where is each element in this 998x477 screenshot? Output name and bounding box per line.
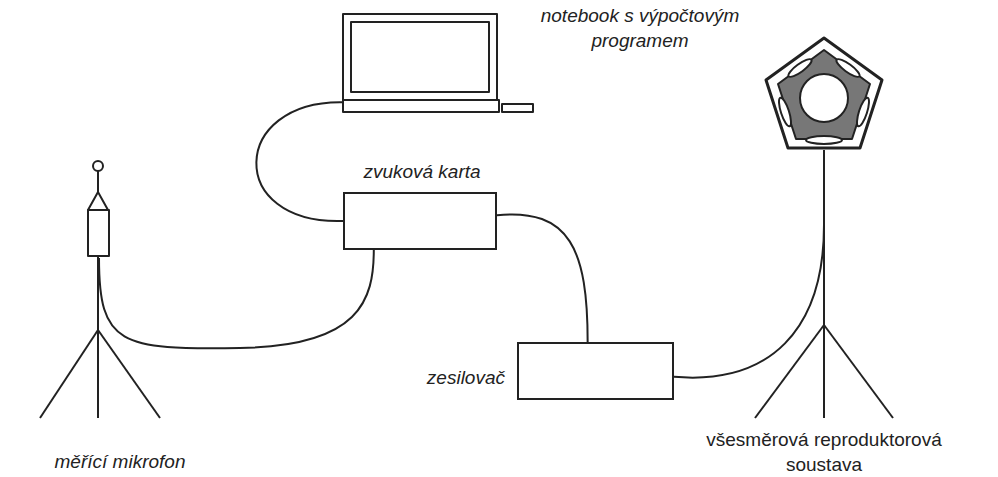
cable-line (99, 250, 374, 348)
cable-line (674, 225, 824, 378)
amplifier-box: zesilovač (517, 342, 674, 400)
node-label: měřící mikrofon (0, 450, 240, 475)
node-label: zvuková karta (317, 160, 527, 185)
node-label: všesměrová reproduktorová soustava (674, 428, 974, 477)
cable-line (256, 102, 343, 221)
notebook: notebook s výpočtovým programem (343, 14, 533, 112)
speaker: všesměrová reproduktorová soustava (764, 35, 884, 225)
cable (674, 225, 824, 378)
cable (99, 250, 374, 348)
cable (497, 214, 588, 342)
node-label: notebook s výpočtovým programem (525, 4, 755, 53)
cable-line (497, 214, 588, 342)
sound-card-box: zvuková karta (343, 192, 497, 250)
node-label: zesilovač (427, 366, 505, 391)
cable (256, 102, 343, 221)
microphone: měřící mikrofon (85, 158, 113, 258)
